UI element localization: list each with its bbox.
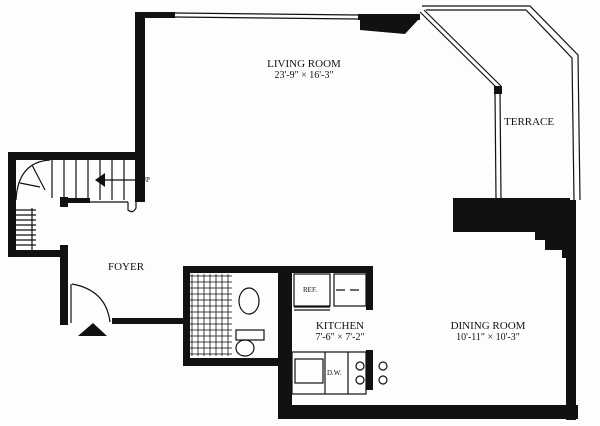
kitchen-label: KITCHEN 7'-6" × 7'-2" [304, 320, 376, 344]
terrace-label: TERRACE [504, 116, 555, 128]
stairs-up-label: UP [141, 176, 150, 184]
refrigerator-label: REF. [303, 286, 318, 294]
kitchen-dims: 7'-6" × 7'-2" [315, 332, 365, 343]
dishwasher-label: D.W. [327, 369, 342, 377]
dining-room-label: DINING ROOM 10'-11" × 10'-3" [432, 320, 544, 344]
windows-and-lines [15, 5, 581, 400]
living-room-label: LIVING ROOM 23'-9" × 16'-3" [236, 58, 372, 82]
living-room-dims: 23'-9" × 16'-3" [274, 70, 334, 81]
kitchen-name: KITCHEN [315, 320, 365, 332]
stairs-arrow-icon [95, 173, 105, 187]
entry-arrow-icon [78, 323, 107, 336]
dining-room-dims: 10'-11" × 10'-3" [456, 332, 520, 343]
foyer-label: FOYER [108, 261, 145, 273]
dining-room-name: DINING ROOM [450, 320, 526, 332]
tile-floor [190, 274, 232, 356]
living-room-name: LIVING ROOM [267, 58, 341, 70]
